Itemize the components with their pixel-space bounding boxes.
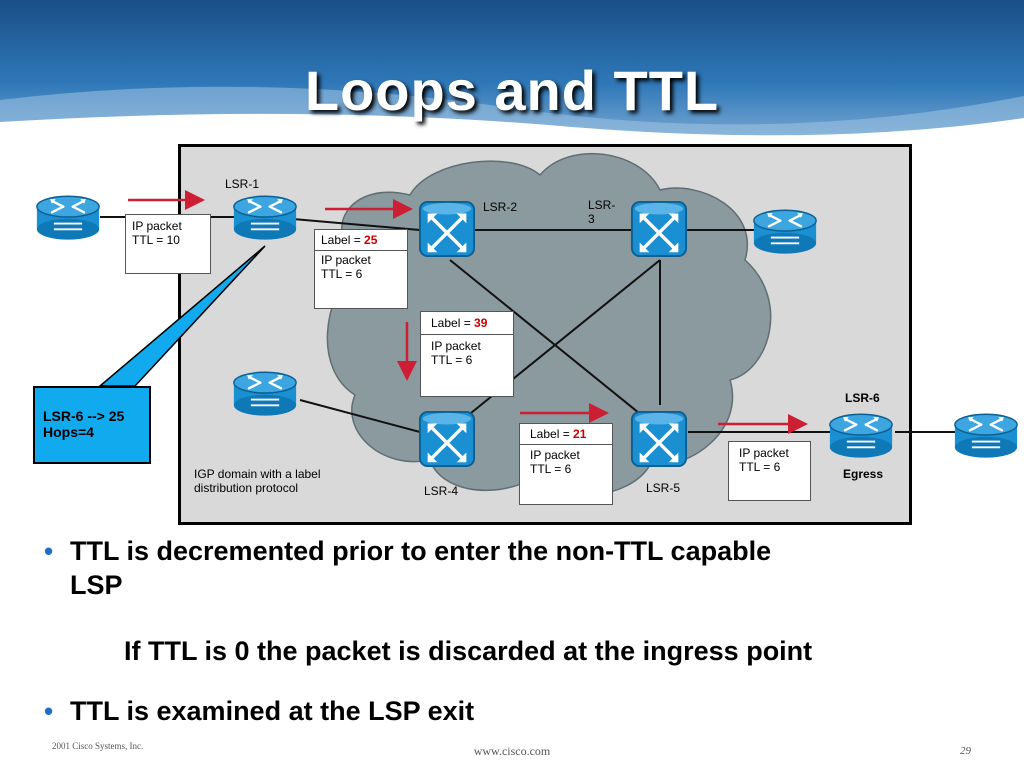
packet-line: TTL = 6 [739,460,781,474]
domain-caption-line1: IGP domain with a label [194,467,321,481]
callout-line2: Hops=4 [43,424,94,440]
router-icon [232,195,298,241]
domain-caption: IGP domain with a label distribution pro… [194,467,321,495]
page-number: 29 [960,745,971,757]
footer-copyright: 2001 Cisco Systems, Inc. [52,741,144,751]
labeled-packet-box: Label = 21 IP packet TTL = 6 [519,423,613,505]
bullet-dot-icon: • [44,536,54,566]
lsr3-label-line2: 3 [588,212,595,226]
bullet-dot-icon: • [44,696,54,726]
packet-box: IP packet TTL = 10 [125,214,211,274]
sub-bullet-text: If TTL is 0 the packet is discarded at t… [124,636,813,666]
label-prefix: Label = [321,233,365,247]
lsr3-label-line1: LSR- [588,198,616,212]
lsr5-label: LSR-5 [646,481,681,495]
packet-line: IP packet [321,253,371,267]
lsr1-label: LSR-1 [225,177,260,191]
packet-line: TTL = 6 [321,267,363,281]
title-banner [0,0,1024,140]
router-icon [752,209,818,255]
lsr-router-icon [420,412,474,466]
router-icon [35,195,101,241]
callout-line1: LSR-6 --> 25 [43,408,125,424]
domain-caption-line2: distribution protocol [194,481,299,495]
packet-line: TTL = 10 [132,233,180,247]
lsr-router-icon [632,202,686,256]
packet-line: IP packet [132,219,182,233]
egress-label: Egress [843,467,884,481]
labeled-packet-box: Label = 25 IP packet TTL = 6 [314,229,408,309]
lsr2-label: LSR-2 [483,200,518,214]
packet-line: IP packet [739,446,789,460]
lsr-router-icon [420,202,474,256]
footer-url: www.cisco.com [473,744,551,758]
bullet-text-line: LSP [70,570,123,600]
label-value: 21 [573,427,587,441]
label-value: 39 [474,316,488,330]
lsr3-label: LSR- 3 [588,198,615,226]
packet-line: TTL = 6 [530,462,572,476]
ttl-callout: LSR-6 --> 25 Hops=4 [33,386,151,464]
label-prefix: Label = [530,427,574,441]
network-diagram [35,152,1019,497]
lsr-router-icon [632,412,686,466]
bullet-item: • TTL is decremented prior to enter the … [44,534,1004,604]
packet-line: IP packet [431,339,481,353]
router-icon [232,371,298,417]
labeled-packet-box: Label = 39 IP packet TTL = 6 [420,311,514,397]
packet-line: IP packet [530,448,580,462]
lsr4-label: LSR-4 [424,484,459,498]
slide-title: Loops and TTL [304,59,720,122]
label-value: 25 [364,233,378,247]
router-icon [953,413,1019,459]
bullet-text-line: TTL is decremented prior to enter the no… [70,536,772,566]
router-icon [828,413,894,459]
lsr6-label: LSR-6 [845,391,880,405]
label-prefix: Label = [431,316,475,330]
packet-box: IP packet TTL = 6 [728,441,811,501]
packet-line: TTL = 6 [431,353,473,367]
bullet-text-line: TTL is examined at the LSP exit [70,696,475,726]
sub-bullet-item: If TTL is 0 the packet is discarded at t… [124,634,1004,668]
